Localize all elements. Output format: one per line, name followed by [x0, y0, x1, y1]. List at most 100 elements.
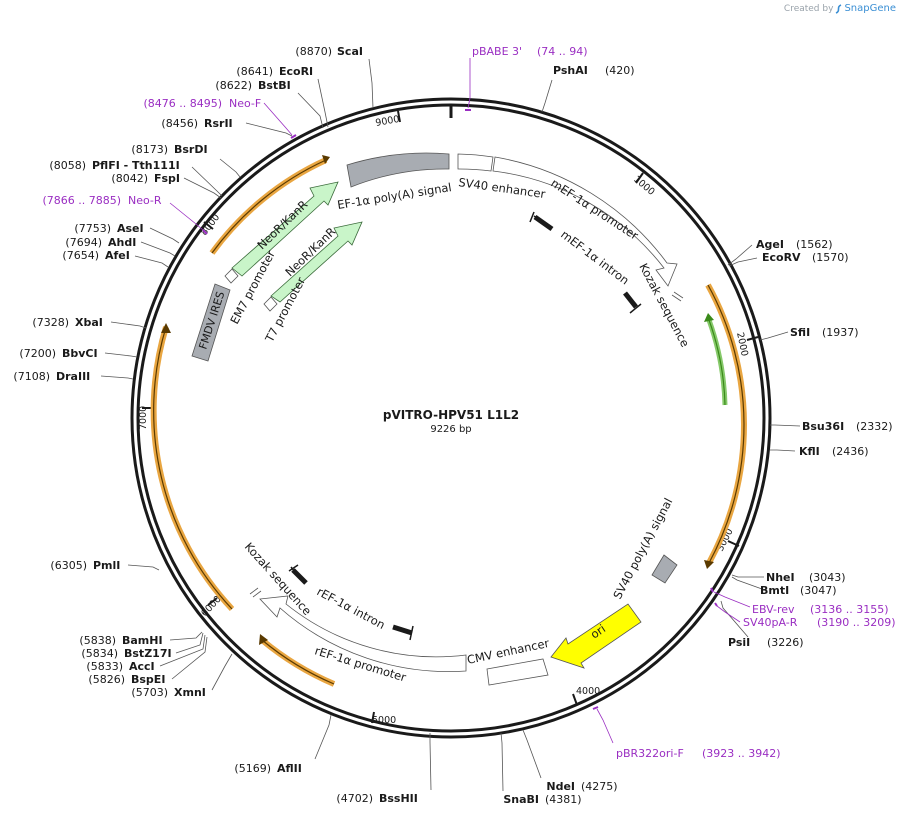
svg-text:PflFI - Tth111I: PflFI - Tth111I: [92, 159, 180, 172]
leader-scai: [368, 58, 374, 109]
svg-text:(5169): (5169): [234, 762, 271, 775]
leader-bspei: [171, 636, 208, 680]
svg-text:EBV-rev: EBV-rev: [752, 603, 795, 616]
svg-text:(8476 .. 8495): (8476 .. 8495): [143, 97, 222, 110]
enzyme-acci: (5833) AccI: [86, 660, 154, 673]
enzyme-agei: AgeI (1562): [756, 238, 833, 251]
svg-text:PsiI: PsiI: [728, 636, 750, 649]
primer-neo-r: (7866 .. 7885)Neo-R: [42, 194, 161, 207]
svg-text:(7108): (7108): [13, 370, 50, 383]
svg-text:BamHI: BamHI: [122, 634, 163, 647]
svg-text:Neo-F: Neo-F: [229, 97, 261, 110]
svg-text:pBR322ori-F: pBR322ori-F: [616, 747, 684, 760]
primer-mark-pbr: [592, 706, 599, 710]
feature-em7-arrow: [224, 268, 239, 284]
svg-text:AgeI: AgeI: [756, 238, 784, 251]
svg-text:(3226): (3226): [767, 636, 804, 649]
enzyme-bmti: BmtI(3047): [760, 584, 837, 597]
enzyme-psii: PsiI (3226): [728, 636, 804, 649]
primer-sv40pa: SV40pA-R(3190 .. 3209): [743, 616, 896, 629]
feature-sv40-polya: [651, 554, 678, 584]
svg-text:(3923 .. 3942): (3923 .. 3942): [702, 747, 781, 760]
svg-text:(4702): (4702): [336, 792, 373, 805]
svg-text:KflI: KflI: [799, 445, 820, 458]
plasmid-name: pVITRO-HPV51 L1L2: [383, 408, 519, 422]
svg-text:SfiI: SfiI: [790, 326, 810, 339]
svg-text:(2436): (2436): [832, 445, 869, 458]
tick-mark-8000: [203, 221, 214, 230]
svg-text:(5834): (5834): [81, 647, 118, 660]
tick-label-8000: 8000: [199, 212, 223, 238]
enzyme-bbvci: (7200)BbvCI: [19, 347, 97, 360]
svg-text:(4275): (4275): [581, 780, 618, 793]
svg-text:(8870): (8870): [295, 45, 332, 58]
tick-label-7000: 7000: [138, 406, 149, 430]
leader-psii: [720, 600, 749, 638]
leader-nhei: [731, 574, 764, 578]
feature-ref1a-promoter: [259, 595, 467, 672]
leader-pflfi: [191, 166, 223, 197]
enzyme-afei: (7654)AfeI: [62, 249, 129, 262]
svg-text:(4381): (4381): [545, 793, 582, 806]
enzyme-xmni: (5703)XmnI: [131, 686, 205, 699]
svg-text:AseI: AseI: [117, 222, 144, 235]
leader-neo-f: [263, 102, 293, 136]
leader-snabi: [500, 732, 504, 792]
primer-pbabe: pBABE 3' (74 .. 94): [472, 45, 588, 58]
svg-text:(7328): (7328): [32, 316, 69, 329]
orf-arc-green: [704, 313, 728, 406]
enzyme-ecorv: EcoRV(1570): [762, 251, 849, 264]
enzyme-nhei: NheI(3043): [766, 571, 846, 584]
svg-text:PshAI: PshAI: [553, 64, 588, 77]
primer-pbr: pBR322ori-F (3923 .. 3942): [616, 747, 781, 760]
orf-arc-left: [150, 323, 235, 612]
enzyme-aflii: (5169)AflII: [234, 762, 301, 775]
enzyme-labels: (8870)ScaI (8641)EcoRI (8622)BstBI (8456…: [13, 45, 892, 806]
leader-bsrdi: [219, 158, 241, 178]
enzyme-pflfi-tth111i: (8058)PflFI - Tth111I: [49, 159, 179, 172]
snapgene-logo-icon: [836, 3, 842, 14]
svg-text:(8173): (8173): [131, 143, 168, 156]
svg-text:(1937): (1937): [822, 326, 859, 339]
enzyme-sfii: SfiI (1937): [790, 326, 859, 339]
svg-text:pBABE 3': pBABE 3': [472, 45, 522, 58]
svg-text:BmtI: BmtI: [760, 584, 789, 597]
leader-bsu36i: [770, 424, 801, 427]
feature-fmdv-ires: [191, 283, 231, 362]
svg-text:(1562): (1562): [796, 238, 833, 251]
enzyme-ecori: (8641)EcoRI: [236, 65, 313, 78]
svg-text:AccI: AccI: [129, 660, 155, 673]
plasmid-size: 9226 bp: [430, 424, 471, 435]
svg-text:(8641): (8641): [236, 65, 273, 78]
svg-text:BssHII: BssHII: [379, 792, 418, 805]
enzyme-bsrdi: (8173)BsrDI: [131, 143, 207, 156]
label-leader-lines: [100, 58, 801, 792]
tick-label-2000: 2000: [734, 331, 750, 357]
enzyme-rsrii: (8456)RsrII: [161, 117, 232, 130]
feature-mef1a-intron: [529, 211, 642, 314]
leader-afei: [134, 255, 169, 268]
label-ori: ori: [588, 622, 608, 642]
primer-neo-f: (8476 .. 8495) Neo-F: [143, 97, 261, 110]
svg-text:(2332): (2332): [856, 420, 893, 433]
svg-text:AhdI: AhdI: [108, 236, 136, 249]
svg-text:SnaBI: SnaBI: [503, 793, 539, 806]
leader-bamhi: [169, 631, 203, 641]
svg-text:(74 .. 94): (74 .. 94): [537, 45, 588, 58]
svg-text:BbvCI: BbvCI: [62, 347, 98, 360]
tick-mark-6000: [207, 597, 218, 606]
tick-label-9000: 9000: [375, 114, 401, 129]
features: [191, 152, 684, 686]
svg-text:(5833): (5833): [86, 660, 123, 673]
leader-draiii: [100, 375, 134, 380]
primer-mark-ebv: [710, 587, 714, 593]
svg-text:PmlI: PmlI: [93, 559, 120, 572]
primer-mark-neo-r: [202, 229, 208, 235]
svg-text:(7694): (7694): [65, 236, 102, 249]
leader-asei: [149, 227, 180, 244]
tick-mark-5000: [371, 711, 375, 724]
leader-ecorv: [728, 257, 758, 267]
svg-text:AfeI: AfeI: [105, 249, 130, 262]
enzyme-bsu36i: Bsu36I(2332): [802, 420, 893, 433]
label-ref1a-intron: rEF-1α intron: [315, 584, 388, 632]
